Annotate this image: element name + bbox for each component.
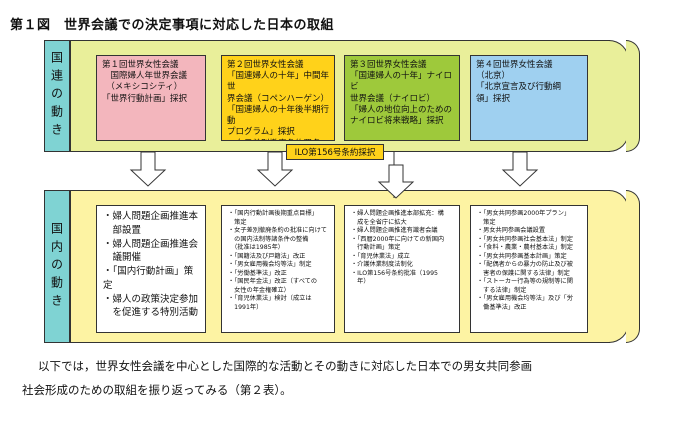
list-item: ・婦人問題企画推進本部拡充：構: [351, 210, 444, 217]
list-item: ・ILO第156号条約批准（1995: [351, 269, 438, 277]
list-item: の国内法制等諸条件の整備: [228, 235, 309, 243]
intl-box-2: 第２回世界女性会議 「国連婦人の十年」中間年世 界会議（コペンハーゲン） 「国連…: [221, 55, 335, 141]
arrow-down-1: [129, 151, 167, 187]
list-item: ・「国民年金法」改正（すべての: [228, 278, 318, 286]
list-item: 年）: [351, 278, 370, 286]
list-item: 女性の年金権確立）: [228, 286, 290, 294]
list-item: ・男女共同参画会議設置: [477, 227, 546, 235]
domestic-box-4: ・「男女共同参画2000年プラン」 策定 ・男女共同参画会議設置 ・「男女共同参…: [470, 205, 588, 333]
domestic-box-3: ・婦人問題企画推進本部拡充：構 成を全省庁に拡大 ・婦人問題企画推進有識者会議 …: [344, 205, 460, 333]
side-label-domestic-text: 国内の動き: [49, 221, 64, 312]
list-item: ・「国籍法及び戸籍法」改正: [228, 252, 306, 260]
list-item: ・「男女雇用機会均等法」及び「労: [477, 295, 573, 303]
list-item: 成を全省庁に拡大: [351, 218, 407, 226]
list-item: ・「西暦2000年に向けての新国内: [351, 235, 445, 243]
list-item: （批准は1985年）: [228, 244, 284, 252]
intl-box-1: 第１回世界女性会議 国際婦人年世界会議 （メキシコシティ） 「世界行動計画」採択: [96, 55, 206, 141]
intl-box-3: 第３回世界女性会議 「国連婦人の十年」ナイロビ 世界会議（ナイロビ） 「婦人の地…: [344, 55, 460, 141]
list-item: 行動計画」策定: [351, 244, 401, 252]
list-item: ・「国内行動計画後期重点目標」: [228, 210, 318, 217]
list-item: ・「男女雇用機会均等法」制定: [228, 261, 312, 269]
list-item: ・「国内行動計画」策定: [103, 266, 194, 291]
list-item: ・介護休業制度法制化: [351, 261, 413, 269]
arrow-down-3: [377, 164, 415, 199]
paragraph-line-1: 以下では，世界女性会議を中心とした国際的な活動とその動きに対応した日本での男女共…: [38, 359, 533, 373]
side-label-domestic: 国内の動き: [44, 190, 70, 343]
list-item: ・「育児休業法」検討（成立は: [228, 295, 312, 303]
arrow-down-2: [256, 151, 294, 187]
side-label-international-text: 国連の動き: [49, 51, 64, 141]
paragraph-line-2: 社会形成のための取組を振り返ってみる（第２表）。: [22, 383, 292, 397]
ilo-label: ILO第156号条約採択: [286, 144, 384, 160]
list-item: ・婦人の政策決定参加: [103, 293, 199, 305]
list-item: ・「ストーカー行為等の規制等に関: [477, 278, 573, 286]
domestic-box-1: ・婦人問題企画推進本 部設置 ・婦人問題企画推進会 議開催 ・「国内行動計画」策…: [96, 205, 206, 333]
arrow-down-4: [501, 151, 539, 187]
list-item: ・婦人問題企画推進本: [103, 211, 199, 222]
list-item: 1991年）: [228, 304, 263, 312]
list-item: ・婦人問題企画推進有識者会議: [351, 227, 438, 235]
side-label-international: 国連の動き: [44, 40, 70, 152]
intl-box-4: 第４回世界女性会議 （北京） 「北京宣言及び行動綱 領」採択: [470, 55, 588, 141]
list-item: ・「育児休業法」成立: [351, 252, 410, 260]
list-item: する法律」制定: [477, 286, 527, 294]
list-item: ・婦人問題企画推進会: [103, 238, 199, 250]
list-item: 部設置: [103, 224, 142, 236]
list-item: 議開催: [103, 252, 142, 264]
domestic-box-2: ・「国内行動計画後期重点目標」 策定 ・女子差別撤廃条約の批准に向けて の国内法…: [221, 205, 335, 333]
list-item: ・「配偶者からの暴力の防止及び被: [477, 261, 573, 269]
figure-title: 第１図 世界会議での決定事項に対応した日本の取組: [10, 18, 335, 33]
list-item: 策定: [477, 218, 496, 226]
list-item: ・女子差別撤廃条約の批准に向けて: [228, 227, 327, 235]
list-item: 働基準法」改正: [477, 304, 527, 312]
list-item: ・「男女共同参画社会基本法」制定: [477, 235, 573, 243]
list-item: 策定: [228, 218, 247, 226]
list-item: ・「男女共同参画基本計画」策定: [477, 252, 567, 260]
list-item: ・「食料・農業・農村基本法」制定: [477, 244, 573, 252]
list-item: ・「男女共同参画2000年プラン」: [477, 210, 571, 217]
list-item: を促進する特別活動: [103, 307, 199, 319]
list-item: ・「労働基準法」改正: [228, 269, 287, 277]
list-item: 害者の保護に関する法律」制定: [477, 269, 570, 277]
